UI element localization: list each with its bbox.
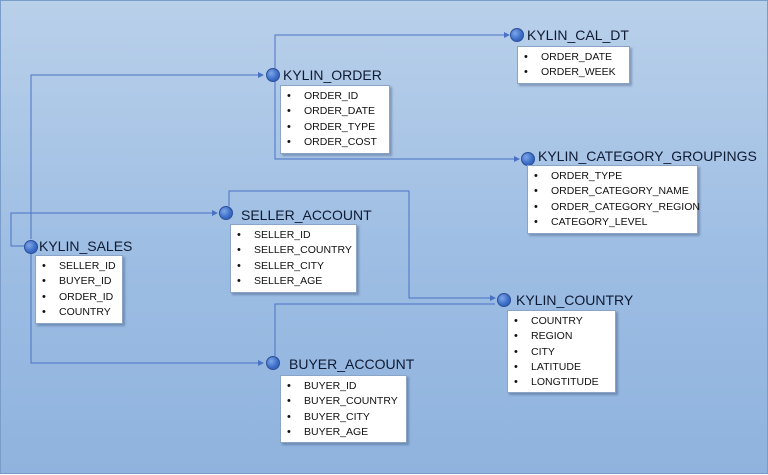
link-order-caldt: [274, 32, 510, 69]
field-item: ORDER_DATE: [524, 50, 623, 66]
field-item: SELLER_COUNTRY: [237, 243, 352, 259]
node-dot-icon: [266, 68, 280, 82]
node-dot-icon: [266, 356, 280, 370]
field-list-box: ORDER_DATE ORDER_WEEK: [517, 46, 630, 84]
field-item: ORDER_DATE: [287, 104, 383, 120]
field-item: SELLER_ID: [42, 259, 116, 275]
field-item: SELLER_AGE: [237, 274, 350, 290]
field-item: SELLER_ID: [237, 228, 350, 244]
field-item: ORDER_TYPE: [287, 120, 383, 136]
table-title: KYLIN_ORDER: [283, 67, 382, 83]
node-dot-icon: [521, 152, 535, 166]
node-dot-icon: [510, 28, 524, 42]
table-title: BUYER_ACCOUNT: [289, 356, 415, 372]
table-title: KYLIN_CAL_DT: [527, 27, 629, 43]
table-title: KYLIN_CATEGORY_GROUPINGS: [538, 148, 757, 164]
field-item: CATEGORY_LEVEL: [534, 215, 691, 231]
field-item: BUYER_ID: [287, 379, 400, 395]
link-sales-seller: [10, 210, 218, 247]
field-item: REGION: [514, 329, 609, 345]
link-sales-order: [30, 72, 264, 239]
link-sales-buyer: [30, 253, 264, 366]
field-list-box: ORDER_ID ORDER_DATE ORDER_TYPE ORDER_COS…: [280, 85, 390, 154]
field-item: ORDER_TYPE: [534, 169, 691, 185]
field-item: ORDER_CATEGORY_NAME: [534, 184, 691, 200]
field-item: BUYER_COUNTRY: [287, 394, 400, 410]
field-item: ORDER_CATEGORY_REGION: [534, 200, 700, 216]
field-item: CITY: [514, 345, 609, 361]
field-list-box: ORDER_TYPE ORDER_CATEGORY_NAME ORDER_CAT…: [527, 165, 700, 234]
node-dot-icon: [219, 206, 233, 220]
field-item: BUYER_CITY: [287, 410, 400, 426]
field-item: SELLER_CITY: [237, 259, 350, 275]
field-item: COUNTRY: [42, 305, 116, 321]
field-item: ORDER_WEEK: [524, 65, 623, 81]
field-item: BUYER_ID: [42, 274, 116, 290]
table-title: SELLER_ACCOUNT: [241, 207, 372, 223]
table-title: KYLIN_COUNTRY: [516, 292, 634, 308]
node-dot-icon: [497, 293, 511, 307]
field-item: LONGTITUDE: [514, 375, 609, 391]
link-buyer-country: [274, 303, 495, 356]
field-list-box: SELLER_ID BUYER_ID ORDER_ID COUNTRY: [35, 255, 123, 324]
field-item: ORDER_COST: [287, 135, 383, 151]
link-order-category: [274, 81, 520, 162]
field-list-box: BUYER_ID BUYER_COUNTRY BUYER_CITY BUYER_…: [280, 375, 407, 443]
field-item: LATITUDE: [514, 360, 609, 376]
field-item: COUNTRY: [514, 314, 609, 330]
field-list-box: SELLER_ID SELLER_COUNTRY SELLER_CITY SEL…: [230, 224, 357, 293]
node-dot-icon: [24, 240, 38, 254]
field-item: ORDER_ID: [42, 290, 116, 306]
field-item: ORDER_ID: [287, 89, 383, 105]
field-item: BUYER_AGE: [287, 425, 400, 441]
link-seller-country: [228, 190, 496, 301]
table-title: KYLIN_SALES: [39, 238, 133, 254]
field-list-box: COUNTRY REGION CITY LATITUDE LONGTITUDE: [507, 310, 616, 393]
